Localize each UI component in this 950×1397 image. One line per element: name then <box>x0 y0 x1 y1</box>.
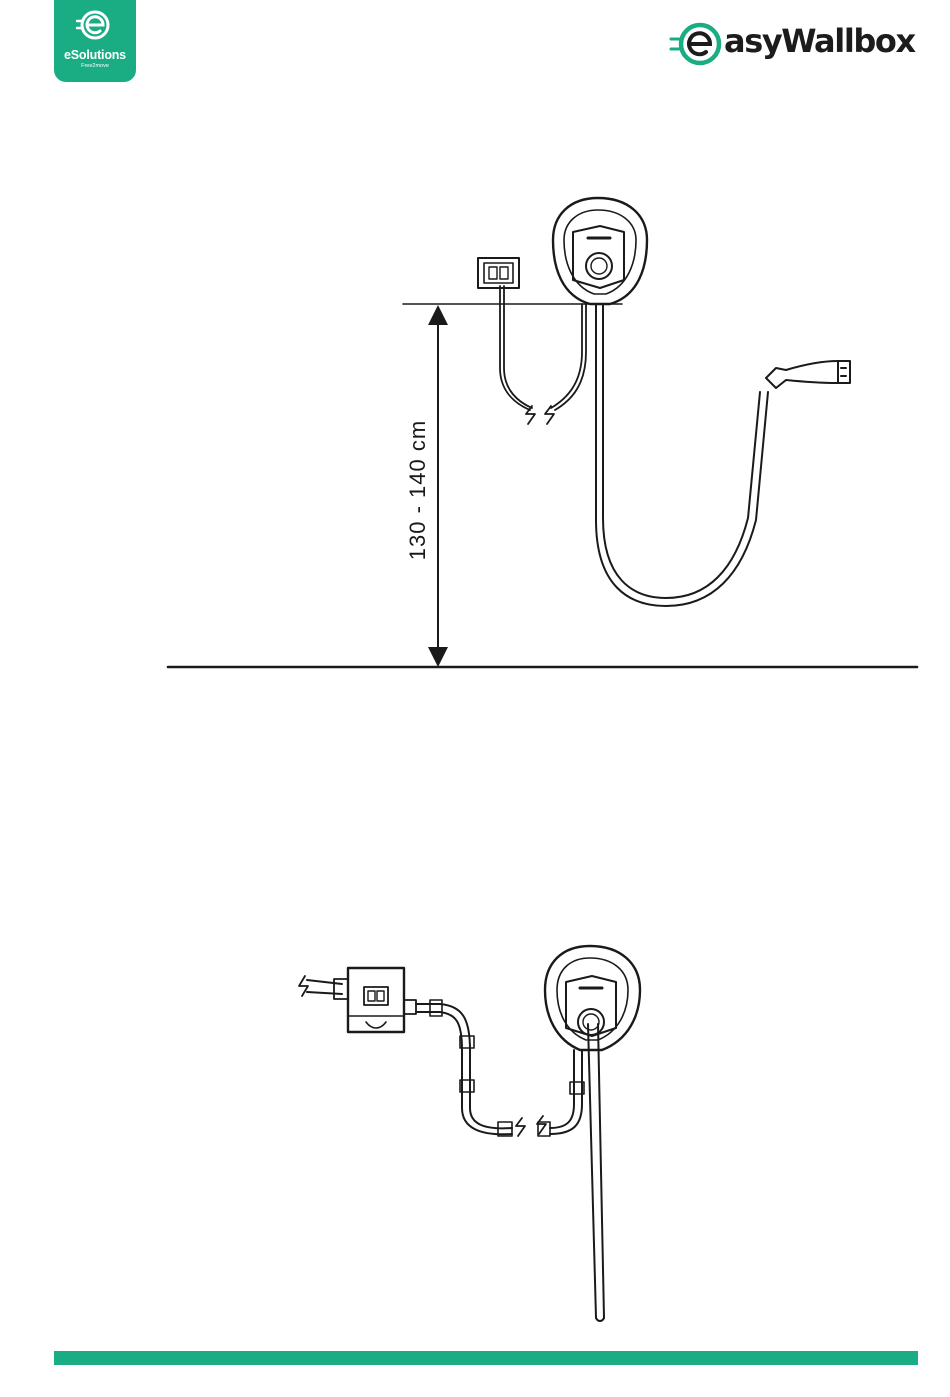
mounting-height-label: 130 - 140 cm <box>405 420 431 560</box>
wall-socket-icon <box>478 258 519 288</box>
conduit-left <box>416 1000 525 1136</box>
footer-accent-bar <box>54 1351 918 1365</box>
power-supply-cables-top <box>500 286 586 424</box>
charging-cable-top <box>596 304 768 606</box>
charging-cable-bottom <box>588 1024 604 1321</box>
incoming-power-cable <box>299 976 348 999</box>
wallbox-unit-bottom <box>545 946 640 1050</box>
height-dimension-arrow <box>428 305 448 667</box>
junction-box-icon <box>348 968 416 1032</box>
charging-connector-icon <box>766 361 850 388</box>
wallbox-unit-top <box>553 198 647 304</box>
conduit-right <box>537 1050 584 1136</box>
